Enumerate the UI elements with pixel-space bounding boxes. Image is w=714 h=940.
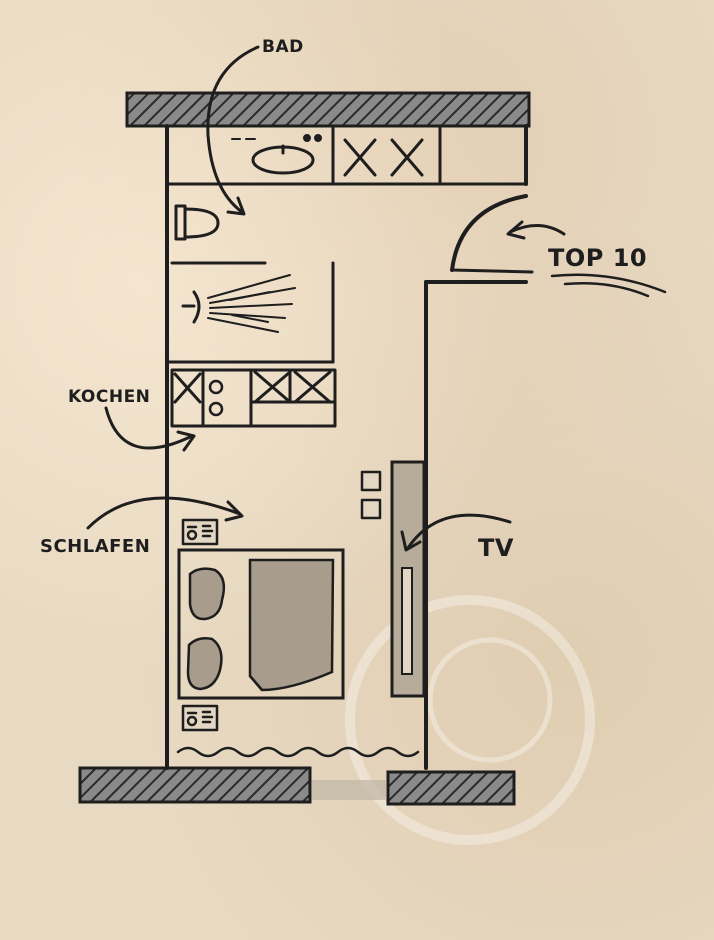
tv-unit <box>390 460 426 698</box>
label-tv: TV <box>478 534 514 562</box>
top-underline <box>550 273 667 298</box>
arrow-schlafen <box>86 496 244 530</box>
curtain-line <box>176 746 420 758</box>
paper-smudge <box>345 595 595 845</box>
wall-bottom-right <box>386 770 516 806</box>
arrow-tv <box>400 513 512 552</box>
wall-top <box>125 91 531 128</box>
wall-bottom-left <box>78 766 312 804</box>
bath-counter <box>165 124 528 186</box>
arrow-bad <box>206 45 260 216</box>
arrow-top <box>506 220 566 240</box>
label-bad: BAD <box>262 37 304 57</box>
door-icon <box>450 194 534 274</box>
stove-icon <box>208 379 224 417</box>
label-kochen: KOCHEN <box>68 387 150 407</box>
toilet-icon <box>174 204 220 241</box>
arrow-kochen <box>104 406 196 452</box>
tv-icon <box>360 470 382 520</box>
lamp-icon-top <box>181 518 219 546</box>
kitchen-counter <box>170 368 337 428</box>
bed-icon <box>177 548 345 700</box>
label-top: TOP 10 <box>548 244 647 272</box>
sink-icon <box>231 134 322 175</box>
shower-icon <box>181 274 296 333</box>
doorway-shadow <box>312 780 386 800</box>
shower-partition <box>165 261 335 364</box>
lamp-icon-bottom <box>181 704 219 732</box>
label-schlafen: SCHLAFEN <box>40 536 150 557</box>
